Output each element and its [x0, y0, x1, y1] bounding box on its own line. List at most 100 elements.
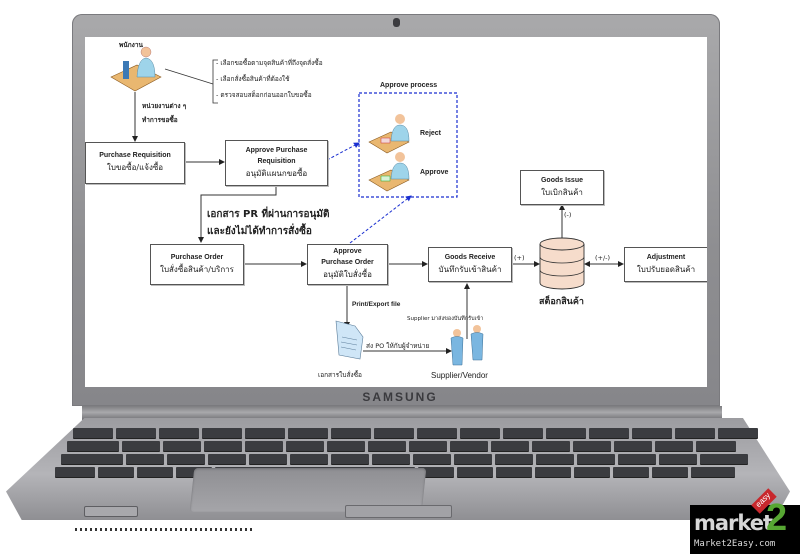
- task-item: - เลือกขอซื้อตามจุดสินค้าที่ถึงจุดสั่งซื…: [216, 59, 323, 67]
- key: [67, 441, 119, 451]
- adjustment-title: Adjustment: [646, 253, 686, 261]
- apo-title-line1: Approve: [333, 248, 362, 256]
- key: [618, 454, 656, 464]
- key: [675, 428, 715, 438]
- approve-approver-icon: [368, 152, 410, 192]
- key: [574, 467, 610, 477]
- task-item: - ตรวจสอบสต็อกก่อนออกใบขอซื้อ: [216, 91, 312, 99]
- approve-process-title: Approve process: [380, 82, 438, 89]
- key: [696, 441, 736, 451]
- key: [137, 467, 173, 477]
- speaker-grille: [75, 528, 255, 531]
- supplier-handshake-icon: [450, 325, 484, 366]
- key: [632, 428, 672, 438]
- arrow-apr-to-po: [198, 185, 277, 243]
- key: [535, 467, 571, 477]
- key: [718, 428, 758, 438]
- key: [204, 441, 242, 451]
- goods-receive-box: Goods Receive บันทึกรับเข้าสินค้า: [428, 247, 512, 282]
- apo-title-line2: Purchase Order: [321, 259, 374, 267]
- supplier-delivery-label: Supplier มาส่งของบันทึกรับเข้า: [407, 316, 484, 322]
- key: [331, 428, 371, 438]
- department-note-line1: หน่วยงานต่าง ๆ: [142, 102, 187, 110]
- approve-label: Approve: [420, 169, 449, 176]
- key: [454, 454, 492, 464]
- key: [614, 441, 652, 451]
- key: [61, 454, 123, 464]
- pr-note-line2: และยังไม่ได้ทำการสั่งซื้อ: [207, 226, 312, 237]
- webcam-icon: [393, 18, 400, 27]
- key: [691, 467, 735, 477]
- pr-note-line1: เอกสาร PR ที่ผ่านการอนุมัติ: [207, 209, 330, 220]
- key: [288, 428, 328, 438]
- apr-title-line2: Requisition: [257, 157, 296, 165]
- key: [532, 441, 570, 451]
- task-pointer-line: [164, 68, 214, 85]
- key: [73, 428, 113, 438]
- key: [126, 454, 164, 464]
- key: [536, 454, 574, 464]
- key: [450, 441, 488, 451]
- key: [577, 454, 615, 464]
- department-note-line2: ทำการขอซื้อ: [142, 116, 178, 124]
- key-row: [67, 441, 736, 451]
- approve-purchase-order-box: Approve Purchase Order อนุมัติใบสั่งซื้อ: [307, 244, 388, 285]
- key: [208, 454, 246, 464]
- laptop-hinge: [82, 406, 722, 420]
- key: [495, 454, 533, 464]
- po-document-label: เอกสารใบสั่งซื้อ: [318, 371, 362, 379]
- key: [55, 467, 95, 477]
- purchase-order-box: Purchase Order ใบสั่งซื้อสินค้า/บริการ: [150, 244, 244, 285]
- send-po-label: ส่ง PO ให้กับผู้จำหน่าย: [366, 342, 430, 350]
- key: [122, 441, 160, 451]
- gr-title: Goods Receive: [444, 253, 496, 261]
- key: [167, 454, 205, 464]
- po-title: Purchase Order: [170, 253, 224, 261]
- task-bracket: [212, 59, 218, 104]
- po-document-icon: [335, 320, 364, 360]
- stock-in-label: (+): [514, 254, 525, 262]
- key: [413, 454, 451, 464]
- key: [700, 454, 748, 464]
- gi-title: Goods Issue: [540, 176, 583, 184]
- key: [491, 441, 529, 451]
- key: [116, 428, 156, 438]
- reject-label: Reject: [420, 130, 442, 137]
- watermark-logo-digit: 2: [766, 497, 788, 539]
- key: [503, 428, 543, 438]
- key: [98, 467, 134, 477]
- adjustment-subtitle: ใบปรับยอดสินค้า: [636, 264, 696, 274]
- task-item: - เลือกสั่งซื้อสินค้าที่ต้องใช้: [216, 75, 290, 83]
- reject-approver-icon: [368, 114, 410, 154]
- watermark: market 2 easy Market2Easy.com: [690, 488, 800, 554]
- key: [460, 428, 500, 438]
- purchase-requisition-box: Purchase Requisition ใบขอซื้อ/แจ้งซื้อ: [85, 142, 185, 184]
- key: [409, 441, 447, 451]
- key: [245, 441, 283, 451]
- employee-desk-icon: [110, 46, 162, 92]
- key: [327, 441, 365, 451]
- apr-subtitle: อนุมัติแผนกขอซื้อ: [245, 168, 308, 178]
- pr-subtitle: ใบขอซื้อ/แจ้งซื้อ: [106, 163, 164, 173]
- apo-subtitle: อนุมัติใบสั่งซื้อ: [323, 270, 372, 280]
- arrow-apo-to-approve: [349, 195, 412, 244]
- employee-label: พนักงาน: [119, 41, 143, 49]
- arrow-apr-to-approve: [326, 142, 360, 161]
- key: [331, 454, 369, 464]
- key: [418, 467, 454, 477]
- po-subtitle: ใบสั่งซื้อสินค้า/บริการ: [160, 264, 234, 274]
- stock-adjust-label: (+/-): [595, 254, 611, 262]
- key: [496, 467, 532, 477]
- key: [655, 441, 693, 451]
- supplier-label: Supplier/Vendor: [431, 371, 488, 380]
- key: [163, 441, 201, 451]
- key: [159, 428, 199, 438]
- gi-subtitle: ใบเบิกสินค้า: [541, 187, 583, 197]
- key: [374, 428, 414, 438]
- lid-latch: [345, 505, 452, 518]
- gr-subtitle: บันทึกรับเข้าสินค้า: [438, 264, 502, 274]
- adjustment-box: Adjustment ใบปรับยอดสินค้า: [624, 247, 707, 282]
- key: [589, 428, 629, 438]
- key: [245, 428, 285, 438]
- stock-database-icon: [539, 237, 585, 290]
